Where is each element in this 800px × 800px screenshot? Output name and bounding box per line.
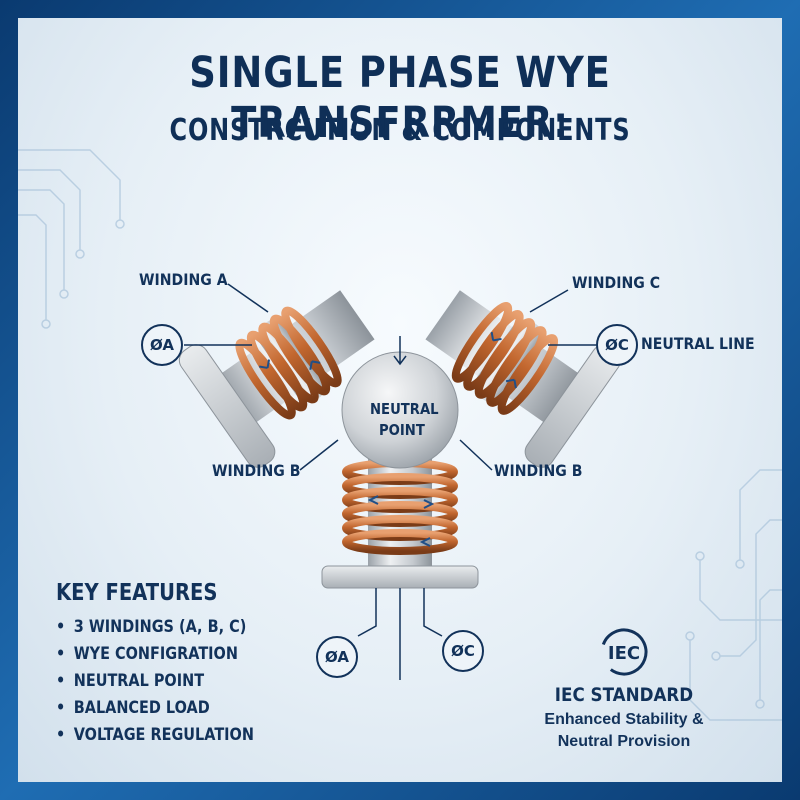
feature-item: BALANCED LOAD xyxy=(56,695,254,722)
winding-a-label: WINDING A xyxy=(139,270,228,289)
winding-c-label: WINDING C xyxy=(572,273,661,292)
iec-logo-text: IEC xyxy=(608,643,640,664)
phase-c-right-badge: ØC xyxy=(596,324,638,366)
phase-c-bottom-badge: ØC xyxy=(442,630,484,672)
feature-item: VOLTAGE REGULATION xyxy=(56,722,254,749)
feature-item: WYE CONFIGRATION xyxy=(56,641,254,668)
neutral-point-label-1: NEUTRAL xyxy=(370,400,439,418)
iec-standard-title: IEC STANDARD xyxy=(554,684,694,706)
feature-item: 3 WINDINGS (A, B, C) xyxy=(56,614,254,641)
iec-subtitle-line-2: Neutral Provision xyxy=(557,733,691,750)
phase-a-bottom-badge: ØA xyxy=(316,636,358,678)
key-features-heading: KEY FEATURES xyxy=(56,580,218,606)
title-line-2: CONSTRCUTION & COMPONENTS xyxy=(169,113,631,148)
title-line-1: SINGLE PHASE WYE TRANSFRRMER: xyxy=(189,48,611,148)
neutral-point-label-2: POINT xyxy=(379,421,425,439)
neutral-line-label: NEUTRAL LINE xyxy=(641,334,755,353)
key-features-list: 3 WINDINGS (A, B, C) WYE CONFIGRATION NE… xyxy=(56,614,289,749)
iec-subtitle-line-1: Enhanced Stability & xyxy=(544,711,704,728)
winding-b-left-label: WINDING B xyxy=(212,461,301,480)
phase-a-left-badge: ØA xyxy=(141,324,183,366)
key-features-panel: KEY FEATURES 3 WINDINGS (A, B, C) WYE CO… xyxy=(56,580,289,749)
feature-item: NEUTRAL POINT xyxy=(56,668,254,695)
winding-b-right-label: WINDING B xyxy=(494,461,583,480)
iec-logo-icon: IEC xyxy=(600,628,648,676)
